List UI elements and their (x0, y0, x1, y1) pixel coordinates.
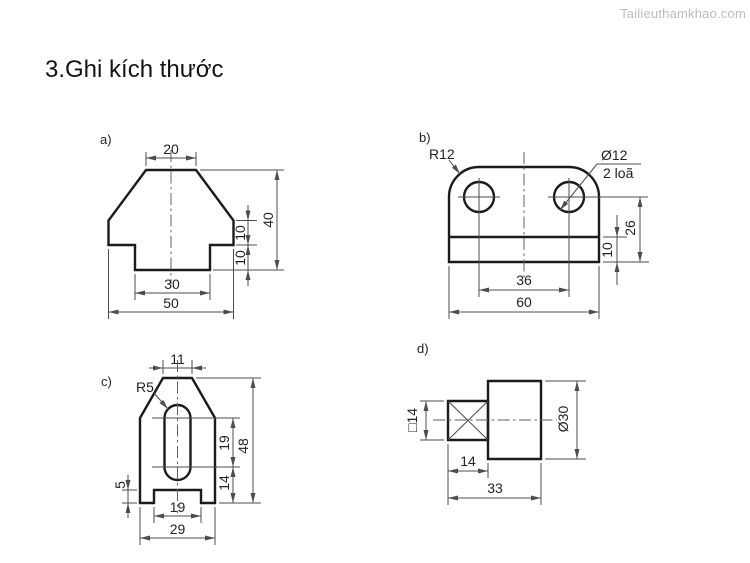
dim-c-top-width: 11 (170, 351, 185, 367)
figure-b-label: b) (419, 130, 431, 145)
dim-a-total-height: 40 (260, 212, 276, 228)
dim-a-inner-width: 30 (164, 276, 180, 292)
part-b-outline (447, 165, 601, 264)
figure-d-dimension-lines (420, 380, 586, 505)
page-title: 3.Ghi kích thước (45, 56, 224, 83)
figure-b: b) (419, 130, 649, 319)
figure-d-label: d) (417, 341, 429, 356)
figure-a-dimension-lines (108, 152, 284, 319)
dim-b-hole-spacing: 36 (516, 272, 532, 288)
dim-a-top-width: 20 (163, 141, 179, 157)
dim-c-notch-width: 19 (170, 499, 186, 515)
dim-b-strip-height: 10 (599, 242, 615, 258)
dim-a-right-lower: 10 (232, 250, 248, 266)
dim-c-width: 29 (170, 521, 186, 537)
dim-d-square-length: 14 (460, 453, 476, 469)
dim-c-total-height: 48 (235, 438, 251, 454)
watermark: Tailieuthamkhao.com (620, 6, 746, 21)
figure-a: a) (100, 132, 284, 319)
part-a-outline (107, 168, 235, 272)
dim-c-slot-length: 19 (216, 435, 232, 451)
figure-c-dimension-lines (122, 360, 261, 545)
dim-b-width: 60 (516, 294, 532, 310)
dim-a-outer-width: 50 (163, 295, 179, 311)
dim-b-hole-note: 2 loã (603, 165, 634, 181)
part-c-outline (138, 376, 217, 505)
figure-d: d) (404, 341, 586, 505)
dim-d-square: □14 (404, 408, 420, 432)
figure-a-label: a) (100, 132, 112, 147)
figure-c-label: c) (101, 374, 112, 389)
dim-b-hole-dia: Ø12 (601, 147, 628, 163)
dim-b-corner-radius: R12 (429, 146, 455, 162)
part-d-flat-diagonals (447, 400, 489, 441)
part-d-cylinder (486, 379, 543, 461)
dim-d-total-length: 33 (487, 480, 503, 496)
dim-c-slot-radius: R5 (136, 379, 154, 395)
dim-d-cylinder-dia: Ø30 (555, 406, 571, 433)
figure-b-dimension-lines (448, 159, 649, 319)
dim-c-notch-height: 5 (112, 481, 128, 489)
figure-c: c) (101, 351, 261, 545)
dim-b-center-height: 26 (622, 220, 638, 236)
dim-c-lower-height: 14 (216, 475, 232, 491)
dim-a-right-upper: 10 (232, 225, 248, 241)
